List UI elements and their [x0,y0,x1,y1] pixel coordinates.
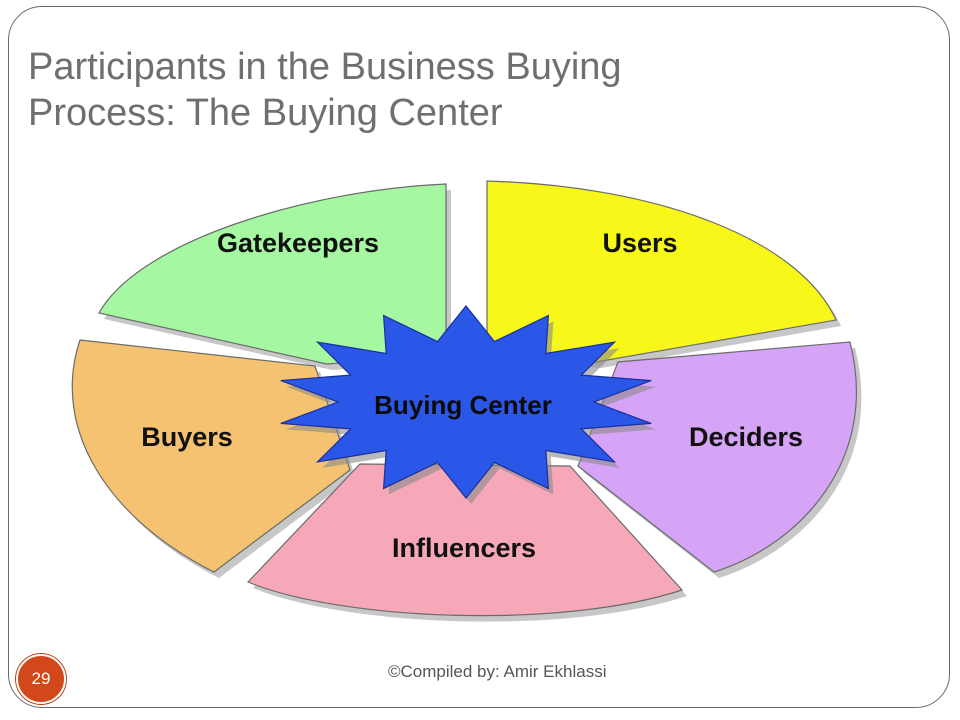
slide-title: Participants in the Business Buying Proc… [28,44,908,136]
buying-center-label: Buying Center [374,390,552,420]
label-deciders: Deciders [689,422,803,452]
label-influencers: Influencers [392,533,536,563]
buying-center-starburst [280,305,652,499]
footer-credit: ©Compiled by: Amir Ekhlassi [388,662,607,681]
label-gatekeepers: Gatekeepers [217,228,379,258]
segment-buyers [71,339,351,573]
label-buyers: Buyers [141,422,233,452]
segment-deciders [577,341,857,573]
slide-title-line-2: Process: The Buying Center [28,92,503,134]
segment-influencers [246,463,684,617]
label-users: Users [602,228,677,258]
segment-users [486,180,837,363]
page-number-badge: 29 [16,654,66,704]
slide-title-line-1: Participants in the Business Buying [28,46,622,88]
page-number: 29 [31,669,51,688]
segment-gatekeepers [98,183,447,365]
